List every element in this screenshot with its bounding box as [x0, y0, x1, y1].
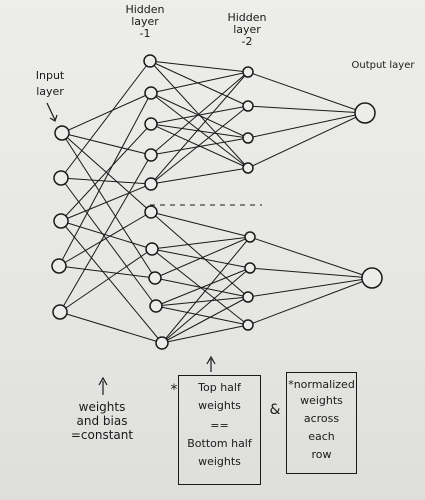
edge-hidden1-hidden2-top: [149, 60, 249, 169]
edge-input-hidden1: [60, 220, 163, 344]
hidden1-node: [144, 177, 158, 191]
input-layer-label: Input layer: [35, 69, 65, 98]
edge-hidden1-hidden2-top: [150, 105, 249, 185]
box-right-line-5: row: [311, 448, 332, 461]
arrow-input-stem: [46, 102, 56, 121]
edge-hidden2-output-bottom: [249, 236, 373, 279]
hidden2-node: [242, 66, 254, 78]
edge-hidden1-hidden2-bottom: [155, 267, 251, 307]
weights-equal-box: Top half weights == Bottom half weights: [178, 375, 261, 485]
connections: [58, 60, 373, 344]
output-node: [354, 102, 376, 124]
arrows: [46, 102, 216, 395]
edge-hidden2-output-top: [247, 112, 366, 169]
edge-hidden1-hidden2-top: [150, 92, 249, 169]
edge-input-hidden1: [61, 132, 152, 156]
hidden1-node: [144, 117, 158, 131]
edge-hidden1-hidden2-top: [150, 167, 249, 185]
edge-hidden1-hidden2-bottom: [154, 236, 251, 279]
edge-input-hidden1: [60, 177, 152, 185]
hidden1-node: [144, 148, 158, 162]
edge-hidden1-hidden2-top: [150, 71, 249, 94]
input-node: [54, 125, 70, 141]
hidden1-node: [144, 86, 158, 100]
hidden1-node: [148, 271, 162, 285]
edge-input-hidden1: [60, 60, 151, 179]
output-layer-label: Output layer: [351, 60, 415, 71]
input-node: [51, 258, 67, 274]
normalized-weights-box: *normalized weights across each row: [286, 372, 357, 474]
hidden2-node: [242, 291, 254, 303]
arrow-constant-head: [98, 376, 108, 386]
box-right-line-3: across: [303, 412, 340, 425]
edge-hidden1-hidden2-bottom: [151, 236, 251, 250]
box-left-line-4: Bottom half: [187, 437, 252, 450]
hidden1-node: [145, 242, 159, 256]
edge-hidden2-output-bottom: [249, 267, 373, 279]
edge-hidden1-hidden2-bottom: [155, 296, 249, 307]
constant-note: weights and bias =constant: [70, 400, 134, 442]
edge-input-hidden1: [61, 92, 152, 134]
edge-input-hidden1: [59, 248, 153, 313]
edge-input-hidden1: [59, 154, 152, 313]
output-node: [361, 267, 383, 289]
edge-input-hidden1: [58, 265, 156, 279]
edge-hidden1-hidden2-bottom: [161, 236, 251, 344]
edge-hidden1-hidden2-bottom: [161, 267, 251, 344]
edge-hidden1-hidden2-bottom: [150, 211, 251, 238]
hidden2-node: [242, 162, 254, 174]
hidden2-node: [244, 262, 256, 274]
arrow-box-head: [206, 355, 216, 365]
box-left-line-2: weights: [198, 399, 241, 412]
box-left-line-1: Top half: [198, 381, 241, 394]
box-right-line-1: *normalized: [288, 378, 355, 391]
hidden-layer-2-label: Hidden layer -2: [227, 11, 267, 48]
arrow-input-head: [49, 114, 58, 122]
edge-hidden1-hidden2-top: [149, 60, 249, 107]
hidden2-node: [242, 132, 254, 144]
edge-hidden2-output-bottom: [247, 277, 373, 326]
edge-input-hidden1: [58, 211, 152, 267]
edge-input-hidden1: [60, 183, 152, 222]
edge-input-hidden1: [60, 177, 157, 307]
input-node: [53, 213, 69, 229]
ampersand-mark: &: [269, 402, 281, 418]
box-left-line-3: ==: [210, 419, 229, 432]
edge-hidden2-output-top: [247, 112, 366, 139]
edge-hidden1-hidden2-bottom: [161, 324, 249, 344]
edge-input-hidden1: [58, 92, 152, 267]
asterisk-mark: *: [170, 382, 178, 398]
edge-input-hidden1: [61, 132, 156, 279]
box-right-line-4: each: [308, 430, 335, 443]
hidden2-node: [242, 100, 254, 112]
edge-hidden1-hidden2-top: [149, 60, 249, 73]
edge-input-hidden1: [61, 132, 152, 213]
input-node: [53, 170, 69, 186]
edge-hidden1-hidden2-top: [150, 71, 249, 156]
hidden1-node: [143, 54, 157, 68]
edge-hidden1-hidden2-top: [150, 137, 249, 156]
edge-hidden1-hidden2-bottom: [161, 296, 249, 344]
box-left-line-5: weights: [198, 455, 241, 468]
hidden1-node: [149, 299, 163, 313]
edge-input-hidden1: [59, 311, 163, 344]
neurons: [51, 54, 383, 350]
hidden2-node: [242, 319, 254, 331]
edge-hidden1-hidden2-top: [150, 71, 249, 185]
edge-input-hidden1: [60, 220, 153, 250]
edge-hidden2-output-bottom: [247, 277, 373, 298]
edge-hidden2-output-top: [247, 71, 366, 114]
hidden-layer-1-label: Hidden layer -1: [125, 3, 165, 40]
edge-hidden1-hidden2-bottom: [155, 305, 249, 326]
box-right-line-2: weights: [300, 394, 343, 407]
hidden2-node: [244, 231, 256, 243]
edge-hidden2-output-top: [247, 105, 366, 114]
hidden1-node: [144, 205, 158, 219]
hidden1-node: [155, 336, 169, 350]
input-node: [52, 304, 68, 320]
